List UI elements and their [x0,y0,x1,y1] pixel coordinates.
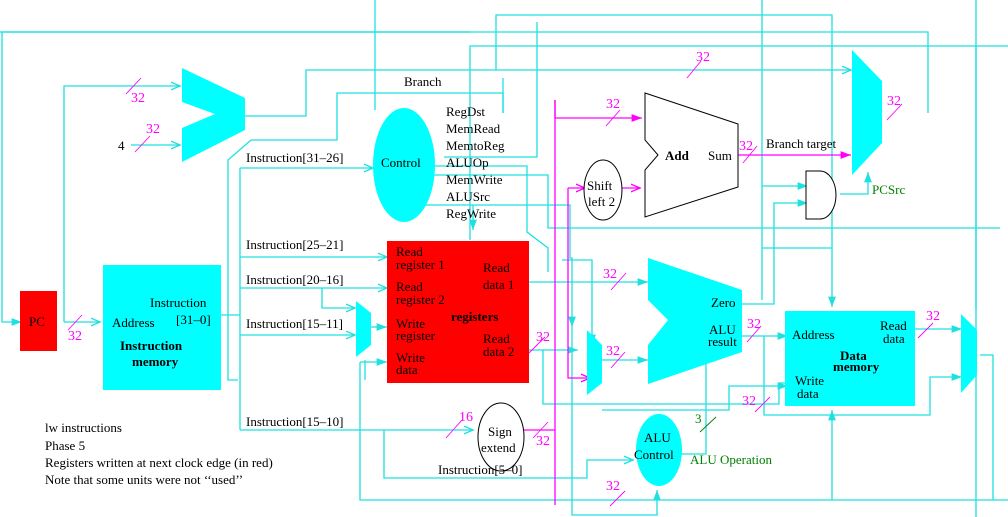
dmem-port: data [797,386,819,401]
width-label: 32 [696,50,710,65]
shift-left-label: Shift [587,178,613,193]
control-signal: RegWrite [446,206,496,221]
control-signal: MemRead [446,121,501,136]
reg-port: Read [396,244,423,259]
width-label: 32 [131,91,145,106]
pc-adder [182,68,245,162]
control-label: Control [381,155,421,170]
width-label: 32 [926,309,940,324]
reg-port: register [396,328,436,343]
reg-port: Read [396,279,423,294]
imem-instruction-bits: [31–0] [176,312,211,327]
shift-left-label: left 2 [588,194,615,209]
instruction-field: Instruction[15–11] [246,316,343,331]
instruction-field: Instruction[20–16] [246,272,343,287]
pcsrc-mux [852,50,882,175]
alu-control-label: Control [634,447,674,462]
dmem-port: Read [880,318,907,333]
width-label: 32 [606,344,620,359]
reg-port: Read [483,331,510,346]
data-memory [785,311,915,406]
alu-zero-label: Zero [711,295,736,310]
branch-and-gate [805,170,837,220]
labels: 32 32 4 32 32 32 32 32 32 32 32 32 32 32… [29,50,940,494]
control-signal: ALUOp [446,155,489,170]
bus-ticks [67,60,934,507]
control-signal: RegDst [446,104,485,119]
instruction-field: Instruction[31–26] [246,150,343,165]
imem-name: memory [132,354,179,369]
alu-result-label: ALU [709,322,736,337]
reg-port: Write [396,350,425,365]
reg-port: data [396,362,418,377]
width-label: 3 [695,411,702,426]
dmem-port: Address [792,327,835,342]
sign-extend-label: Sign [488,424,512,439]
branch-target-label: Branch target [766,136,837,151]
alu-result-label: result [708,334,737,349]
control-signal: MemWrite [446,172,503,187]
branch-adder [644,92,739,218]
pcsrc-label: PCSrc [872,182,905,197]
sign-extend-label: extend [481,440,516,455]
instruction-field: Instruction[15–10] [246,414,343,429]
branch-wires [524,100,851,505]
imem-address-port: Address [112,315,155,330]
constant-four: 4 [118,138,125,153]
width-label: 32 [536,330,550,345]
alu-control [636,414,682,486]
pc-label: PC [29,314,45,329]
note-line: lw instructions [45,420,122,435]
instruction-field: Instruction[5–0] [438,462,522,477]
width-label: 32 [146,122,160,137]
width-label: 32 [739,139,753,154]
width-label: 32 [606,97,620,112]
width-label: 32 [68,329,82,344]
branch-adder-label: Add [665,148,690,163]
pc-register [20,291,57,351]
register-file [387,241,529,383]
memtoreg-mux [961,314,977,393]
sign-extend [477,402,525,472]
alu-control-label: ALU [644,430,671,445]
dmem-port: data [883,331,905,346]
branch-adder-output: Sum [708,148,732,163]
width-label: 32 [887,94,901,109]
alusrc-mux [587,330,602,395]
width-label: 32 [747,317,761,332]
instruction-field: Instruction[25–21] [246,237,343,252]
dmem-label: Data [840,348,867,363]
regdst-mux [356,301,371,357]
width-label: 32 [742,394,756,409]
alu-operation-label: ALU Operation [690,452,772,467]
width-label: 32 [603,267,617,282]
note-line: Phase 5 [45,438,85,453]
dmem-label: memory [833,359,880,374]
width-label: 32 [536,434,550,449]
reg-port: register 1 [396,257,445,272]
reg-port: Read [483,260,510,275]
note-line: Registers written at next clock edge (in… [45,455,273,470]
dmem-port: Write [795,373,824,388]
reg-port: data 1 [483,277,514,292]
reg-port: data 2 [483,344,514,359]
shift-left-2 [583,159,623,221]
imem-instruction-port: Instruction [150,295,207,310]
alu [648,258,742,384]
control-unit [373,108,435,222]
control-signal: ALUSrc [446,189,490,204]
reg-port: Write [396,316,425,331]
control-signal: MemtoReg [446,138,505,153]
imem-name: Instruction [120,338,183,353]
registers-label: registers [451,309,498,324]
control-signal: Branch [404,74,442,89]
reg-port: register 2 [396,292,445,307]
width-label: 16 [459,410,473,425]
width-label: 32 [606,479,620,494]
instruction-memory [103,265,221,390]
note-line: Note that some units were not ‘‘used’’ [45,472,243,487]
